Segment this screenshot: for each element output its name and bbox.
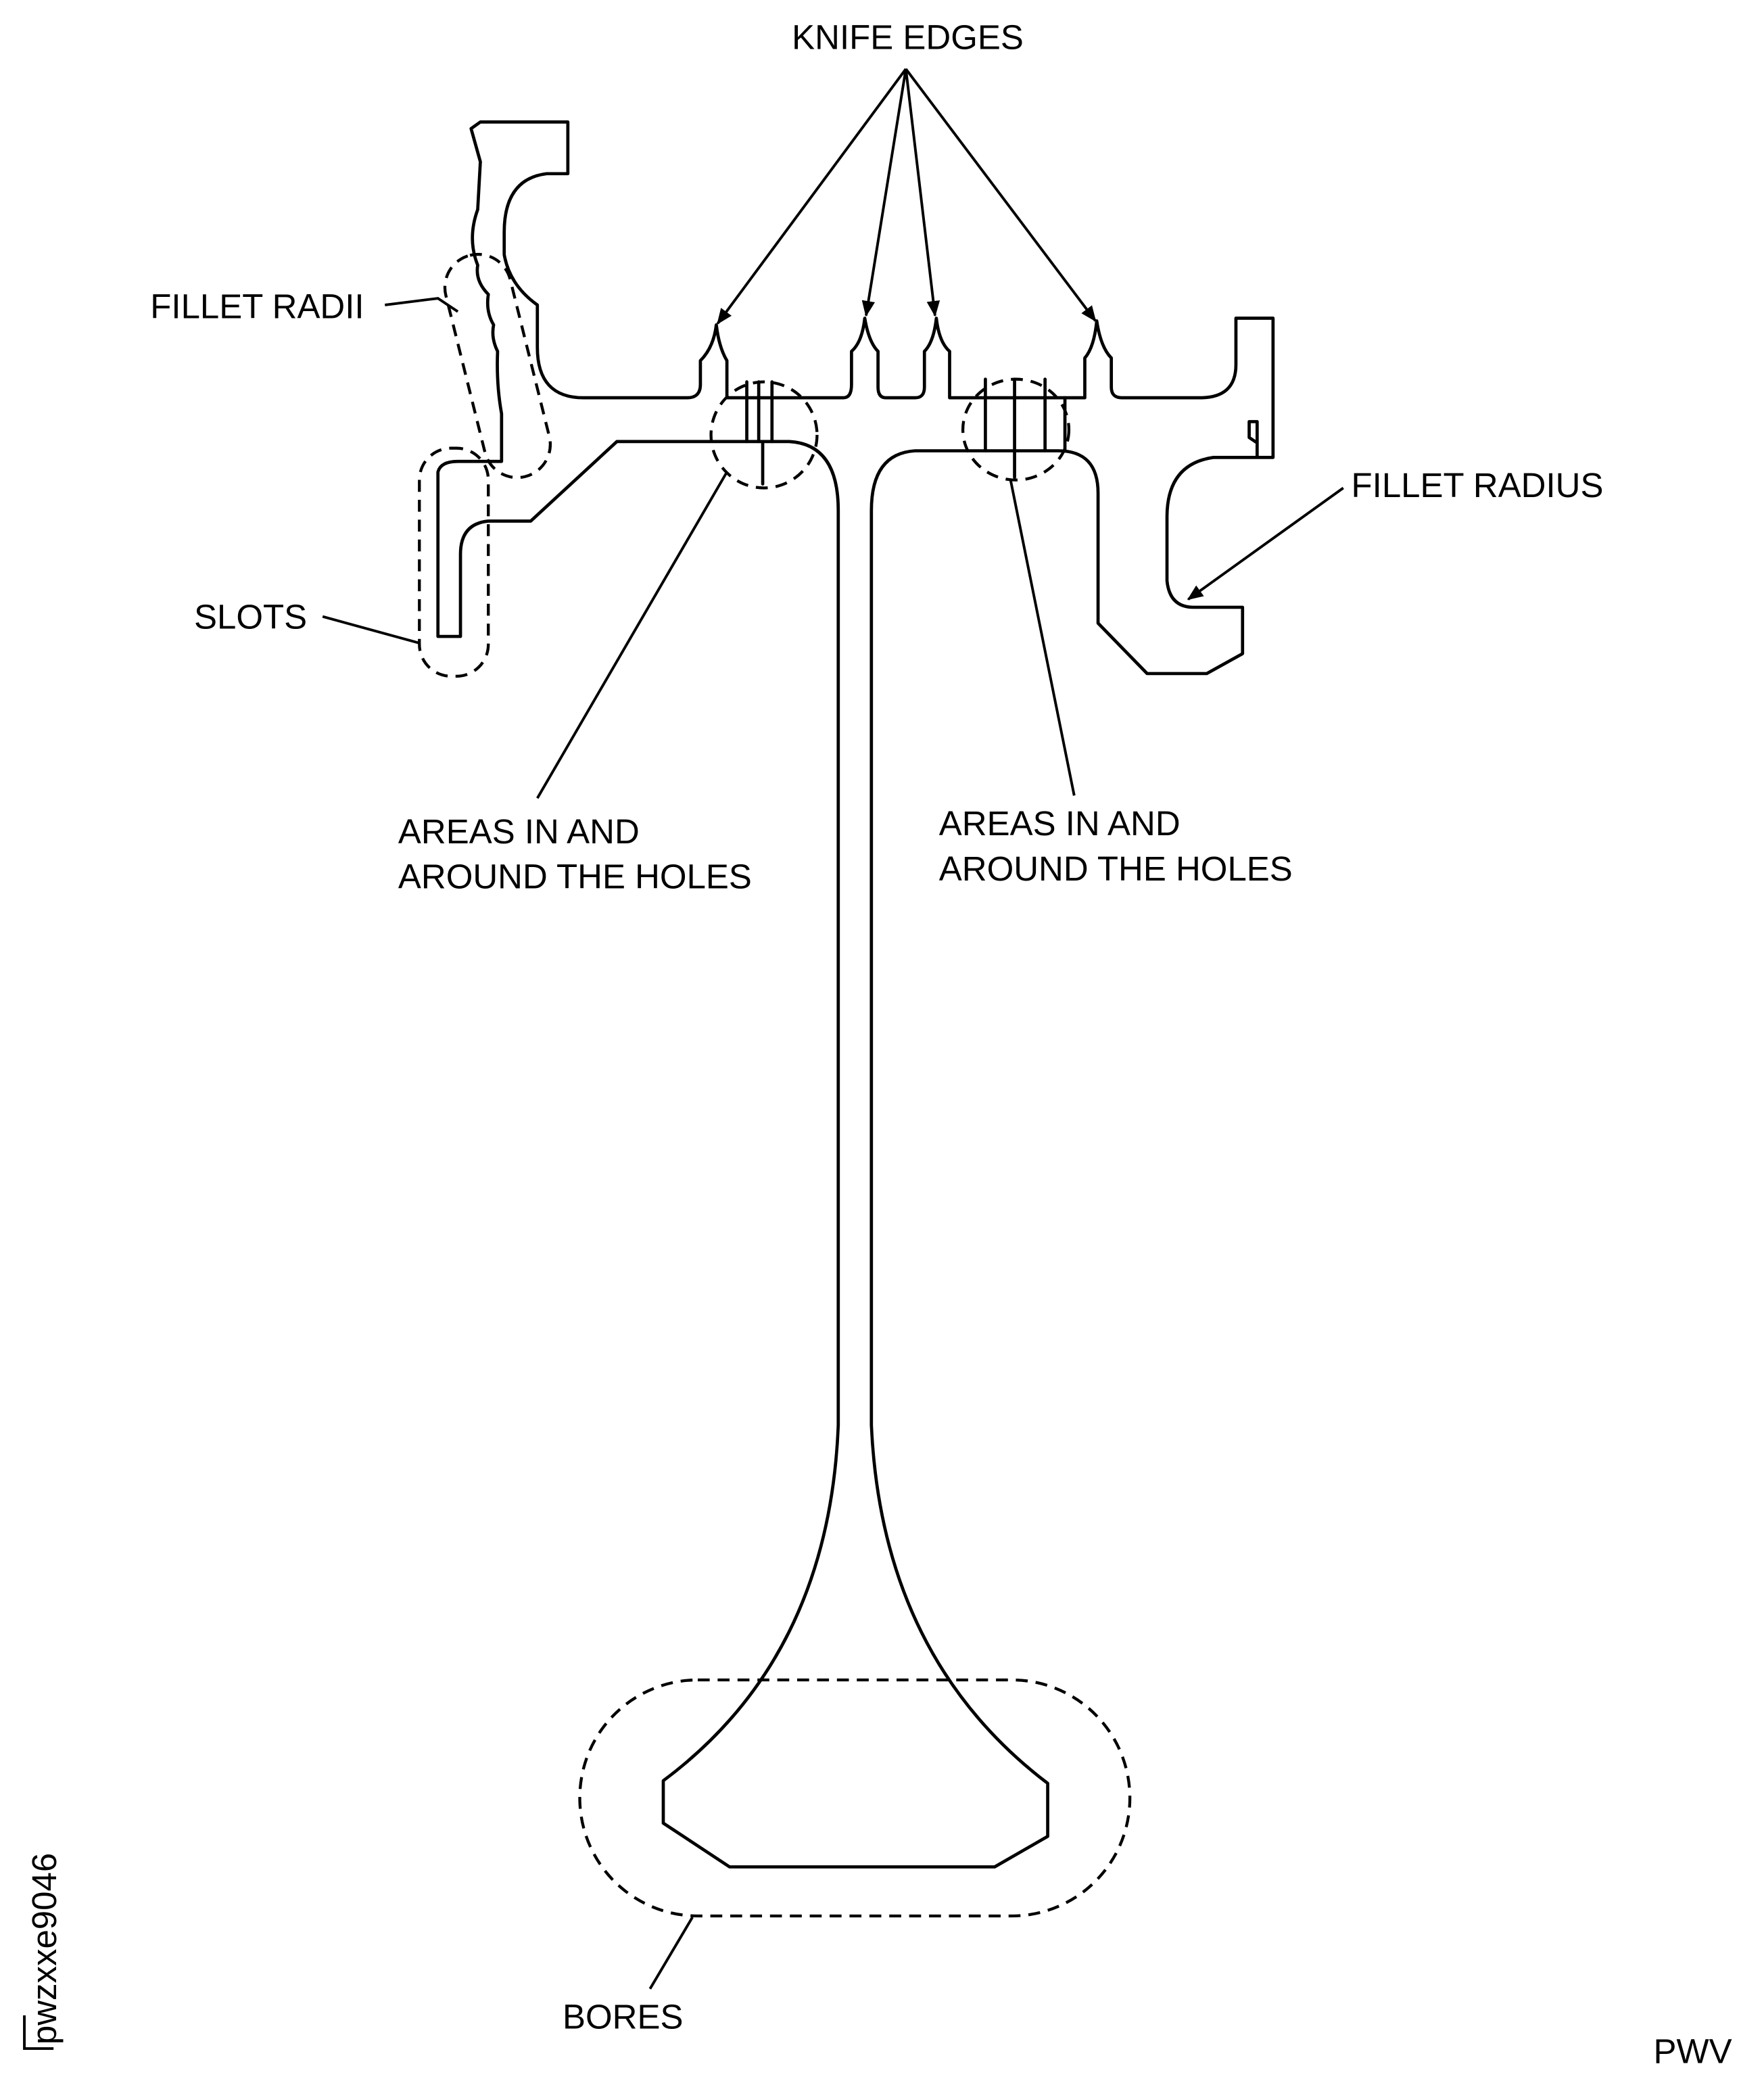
label-areas-left-1: AREAS IN AND	[398, 812, 640, 851]
label-fillet-radius: FILLET RADIUS	[1352, 466, 1604, 505]
figure-id: pwzxxe9046	[23, 1853, 64, 2050]
svg-text:pwzxxe9046: pwzxxe9046	[25, 1853, 64, 2044]
disk-outline	[436, 120, 1275, 1869]
corner-code: PWV	[1654, 2032, 1732, 2071]
label-areas-right-1: AREAS IN AND	[939, 804, 1181, 843]
fillet-radii-leader	[385, 297, 459, 313]
areas-right-leader	[1009, 479, 1076, 796]
slots-zone	[418, 446, 490, 678]
fillet-radii-zone	[443, 252, 552, 479]
label-areas-left-2: AROUND THE HOLES	[398, 858, 752, 896]
label-areas-right-2: AROUND THE HOLES	[939, 849, 1293, 888]
knife-edge-arrows	[716, 68, 1097, 325]
holes-left-zone	[709, 380, 819, 490]
label-knife-edges: KNIFE EDGES	[792, 18, 1024, 57]
label-slots: SLOTS	[194, 597, 307, 636]
slots-leader	[322, 615, 420, 645]
areas-left-leader	[536, 471, 728, 799]
fillet-radius-arrow	[1187, 486, 1344, 601]
label-fillet-radii: FILLET RADII	[150, 287, 364, 326]
bores-leader	[648, 1916, 694, 1990]
holes-right	[984, 377, 1067, 479]
bores-zone	[578, 1678, 1132, 1918]
label-bores: BORES	[563, 1998, 683, 2036]
holes-right-zone	[961, 377, 1071, 482]
holes-left	[745, 380, 774, 486]
